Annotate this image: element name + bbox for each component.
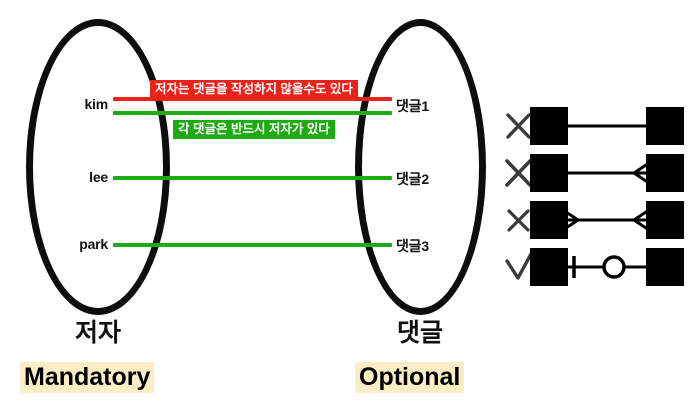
cross-icon xyxy=(505,159,532,187)
annotation-optional-note: 저자는 댓글을 작성하지 않을수도 있다 xyxy=(150,80,358,100)
member-label-comment3: 댓글3 xyxy=(396,238,429,254)
check-icon xyxy=(505,252,533,280)
member-label-park: park xyxy=(79,236,108,252)
cross-icon xyxy=(507,209,530,232)
legend-connector-plain-plain xyxy=(560,124,652,128)
legend-entity-box-right xyxy=(646,154,684,192)
cross-icon xyxy=(506,113,531,139)
annotation-mandatory-note: 각 댓글은 반드시 저자가 있다 xyxy=(173,120,335,140)
map-line-lee-comment2-mandatory xyxy=(113,176,392,180)
legend-row-4 xyxy=(500,245,690,289)
map-line-kim-comment1-mandatory xyxy=(113,111,392,115)
legend-connector-plain-crowsfoot xyxy=(560,159,653,187)
comment-set-ellipse xyxy=(355,19,486,315)
cardinality-word-optional: Optional xyxy=(355,362,465,393)
legend-connector-one-zero xyxy=(560,255,652,279)
member-label-kim: kim xyxy=(84,96,108,112)
set-name-comment: 댓글 xyxy=(396,319,443,347)
legend-row-1 xyxy=(500,104,690,148)
author-set-ellipse xyxy=(26,19,170,315)
legend-row-3 xyxy=(500,198,690,242)
crowsfoot-notation-legend xyxy=(500,104,690,294)
member-label-comment1: 댓글1 xyxy=(396,98,429,114)
legend-entity-box-right xyxy=(646,248,684,286)
legend-entity-box-right xyxy=(646,201,684,239)
member-label-comment2: 댓글2 xyxy=(396,171,429,187)
cardinality-word-mandatory: Mandatory xyxy=(20,362,155,393)
legend-entity-box-right xyxy=(646,107,684,145)
member-label-lee: lee xyxy=(89,169,108,185)
legend-row-2 xyxy=(500,151,690,195)
set-name-author: 저자 xyxy=(74,319,121,347)
legend-connector-crowsfoot-crowsfoot xyxy=(559,206,653,234)
map-line-park-comment3-mandatory xyxy=(113,243,392,247)
